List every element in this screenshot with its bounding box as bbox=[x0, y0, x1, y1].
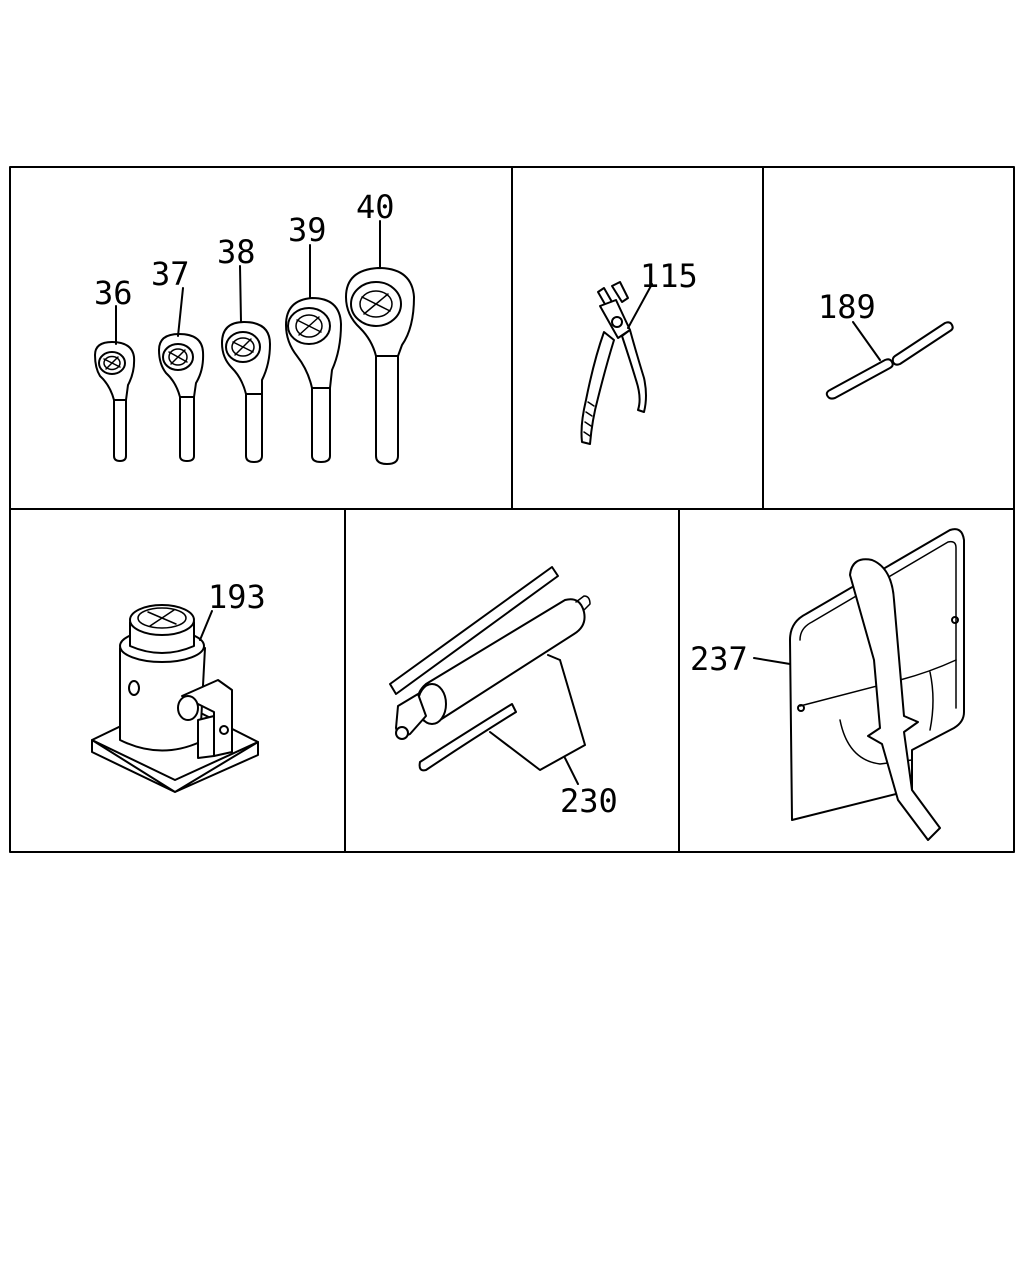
panel-grid bbox=[9, 166, 1015, 853]
panel-bar: 189 bbox=[818, 288, 954, 400]
callout-193: 193 bbox=[208, 578, 266, 616]
wrench-39-illustration bbox=[285, 297, 342, 463]
jack-illustration bbox=[91, 604, 259, 793]
panel-wrenches: 36 37 38 39 40 bbox=[94, 188, 415, 465]
callout-39: 39 bbox=[288, 211, 327, 249]
panel-grease-gun: 230 bbox=[389, 566, 618, 820]
wrench-37-illustration bbox=[158, 333, 205, 462]
callout-115: 115 bbox=[640, 257, 698, 295]
tool-bag-illustration bbox=[789, 528, 965, 841]
grease-gun-illustration bbox=[389, 566, 591, 772]
wrench-40-illustration bbox=[345, 267, 415, 465]
callout-36: 36 bbox=[94, 274, 133, 312]
wrench-36-illustration bbox=[94, 341, 136, 462]
pliers-illustration bbox=[580, 281, 647, 445]
callout-230: 230 bbox=[560, 782, 618, 820]
callout-189: 189 bbox=[818, 288, 876, 326]
callout-38: 38 bbox=[217, 233, 256, 271]
callout-40: 40 bbox=[356, 188, 395, 226]
wrench-38-illustration bbox=[221, 321, 271, 463]
panel-pliers: 115 bbox=[580, 257, 698, 445]
panel-jack: 193 bbox=[91, 578, 266, 793]
callout-237: 237 bbox=[690, 640, 748, 678]
panel-tool-bag: 237 bbox=[690, 528, 965, 841]
callout-37: 37 bbox=[151, 255, 190, 293]
bar-illustration bbox=[825, 321, 954, 400]
